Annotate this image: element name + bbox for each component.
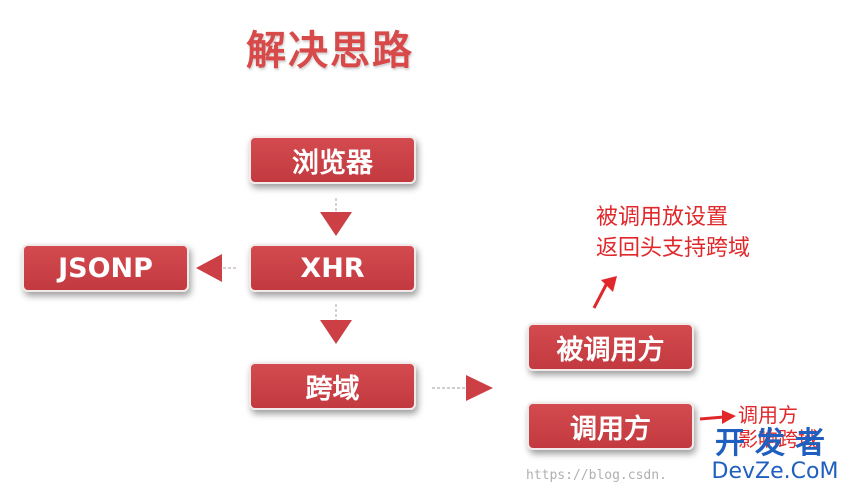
node-callee-label: 被调用方 bbox=[556, 334, 665, 366]
caller-note: 调用方 影响跨域 bbox=[738, 403, 818, 451]
arrow-xhr-to-cross-domain bbox=[320, 304, 352, 344]
node-xhr: XHR bbox=[249, 244, 416, 292]
node-caller: 调用方 bbox=[527, 402, 694, 450]
arrow-cross-domain-right bbox=[432, 375, 493, 401]
annotation-arrow-caller bbox=[699, 410, 736, 424]
brand-logo-en: DevZe.CoM bbox=[711, 459, 839, 484]
node-caller-label: 调用方 bbox=[570, 413, 651, 445]
node-callee: 被调用方 bbox=[527, 323, 694, 371]
node-cross-domain: 跨域 bbox=[249, 362, 416, 410]
node-jsonp: JSONP bbox=[22, 244, 189, 292]
arrow-browser-to-xhr bbox=[320, 198, 352, 236]
node-cross-domain-label: 跨域 bbox=[305, 373, 360, 405]
node-browser-label: 浏览器 bbox=[292, 147, 373, 179]
brand-logo: 开发者 DevZe.CoM bbox=[700, 428, 850, 484]
node-browser: 浏览器 bbox=[249, 136, 416, 184]
arrow-xhr-to-jsonp bbox=[196, 254, 236, 282]
caller-note-line-1: 调用方 bbox=[738, 403, 798, 427]
callee-note-line-1: 被调用放设置 bbox=[596, 205, 729, 230]
annotation-arrow-callee bbox=[592, 276, 617, 309]
watermark-url: https://blog.csdn. bbox=[526, 468, 667, 483]
caller-note-line-2: 影响跨域 bbox=[738, 427, 818, 451]
node-jsonp-label: JSONP bbox=[58, 252, 153, 284]
diagram-title: 解决思路 bbox=[246, 28, 414, 74]
callee-note-line-2: 返回头支持跨域 bbox=[596, 236, 751, 261]
callee-note: 被调用放设置 返回头支持跨域 bbox=[596, 202, 750, 264]
node-xhr-label: XHR bbox=[300, 252, 365, 284]
brand-logo-cn: 开发者 bbox=[715, 426, 835, 461]
